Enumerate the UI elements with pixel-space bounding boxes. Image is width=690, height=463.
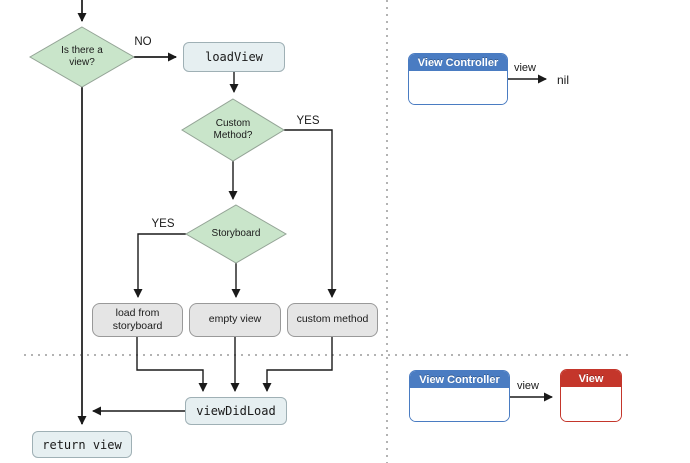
decision-storyboard: Storyboard: [211, 227, 261, 239]
object-view-title: View: [561, 370, 621, 387]
pointer-target-nil: nil: [557, 73, 570, 87]
edge-yes-to-custom-method-box: [284, 129, 337, 298]
decision-shape-custom-method: [181, 98, 285, 162]
process-viewdidload: viewDidLoad: [185, 397, 287, 425]
process-return-view: return view: [32, 431, 132, 458]
object-view-controller-bottom-body: [410, 388, 509, 421]
edge-storyboard-box-to-viewdidload: [136, 337, 208, 392]
result-empty-view: empty view: [189, 303, 281, 337]
pointer-label-view-top: view: [513, 62, 537, 74]
object-view: View: [560, 369, 622, 422]
object-view-controller-bottom-title: View Controller: [410, 371, 509, 388]
process-loadview: loadView: [183, 42, 285, 72]
edge-label-yes-custom-method: YES: [296, 115, 320, 127]
object-view-body: [561, 387, 621, 421]
edge-yes-to-load-from-storyboard: [133, 233, 186, 298]
pointer-label-view-bottom: view: [516, 380, 540, 392]
result-load-from-storyboard: load from storyboard: [92, 303, 183, 337]
decision-custom-method: Custom Method?: [213, 117, 253, 142]
decision-is-there-a-view: Is there a view?: [61, 44, 103, 69]
edge-custom-method-box-to-viewdidload: [262, 337, 333, 392]
object-view-controller-top-title: View Controller: [409, 54, 507, 71]
decision-shape-is-there-a-view: [28, 26, 136, 88]
object-view-controller-top: View Controller: [408, 53, 508, 105]
decision-shape-storyboard: [185, 204, 287, 264]
edge-label-no: NO: [134, 36, 152, 48]
object-view-controller-top-body: [409, 71, 507, 104]
edge-label-yes-storyboard: YES: [151, 218, 175, 230]
object-view-controller-bottom: View Controller: [409, 370, 510, 422]
result-custom-method: custom method: [287, 303, 378, 337]
